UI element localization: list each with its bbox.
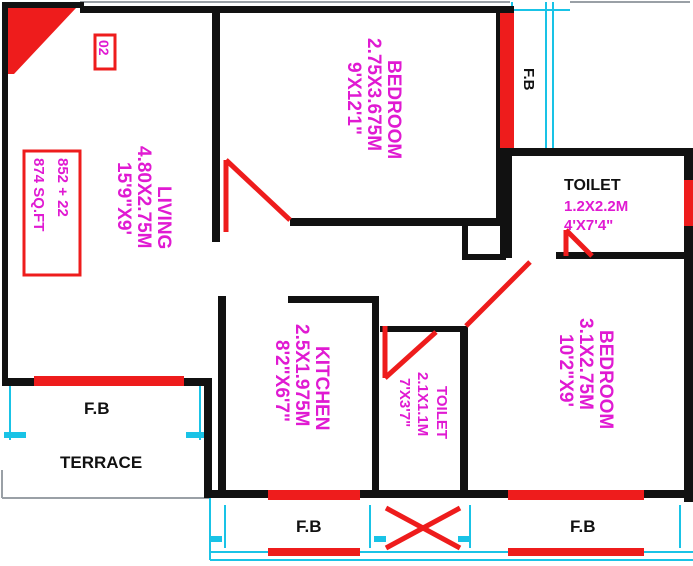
bedroom2-name: BEDROOM <box>595 330 616 429</box>
bedroom1-name: BEDROOM <box>383 60 404 159</box>
fb-bottom-left-label: F.B <box>296 517 322 536</box>
room-bedroom-2: BEDROOM 3.1X2.75M 10'2"X9' <box>555 318 616 429</box>
room-toilet-small: TOILET 2.1X1.1M 7'X3'7" <box>396 372 450 439</box>
toilet-small-imperial: 7'X3'7" <box>396 378 413 427</box>
shaft-cross <box>384 505 462 551</box>
toilet-small-name: TOILET <box>433 386 450 439</box>
living-imperial: 15'9"X9' <box>113 162 134 235</box>
area-line1: 852 + 22 <box>54 158 71 217</box>
living-metric: 4.80X2.75M <box>133 146 154 248</box>
toilet-top-name: TOILET <box>564 177 621 194</box>
bedroom1-imperial: 9'X12'1" <box>343 62 364 135</box>
room-toilet-top: TOILET 1.2X2.2M 4'X7'4" <box>564 177 628 234</box>
room-living: LIVING 4.80X2.75M 15'9"X9' <box>113 146 174 249</box>
outer-guide-lines <box>1 1 690 499</box>
bedroom2-metric: 3.1X2.75M <box>575 318 596 410</box>
toilet-small-metric: 2.1X1.1M <box>414 372 431 436</box>
toilet-top-imperial: 4'X7'4" <box>564 217 613 234</box>
living-name: LIVING <box>153 186 174 249</box>
toilet-top-metric: 1.2X2.2M <box>564 198 628 215</box>
room-kitchen: KITCHEN 2.5X1.975M 8'2"X6'7" <box>271 324 332 430</box>
room-bedroom-1: BEDROOM 2.75X3.675M 9'X12'1" <box>343 38 404 159</box>
fb-terrace-label: F.B <box>84 399 110 418</box>
kitchen-name: KITCHEN <box>311 346 332 430</box>
area-line2: 874 SQ.FT <box>30 158 47 231</box>
area-box: 852 + 22 874 SQ.FT <box>22 149 82 277</box>
unit-badge: 02 <box>93 33 117 71</box>
doors <box>8 8 693 556</box>
fb-top-label: F.B <box>520 68 537 91</box>
fb-bottom-right-label: F.B <box>570 517 596 536</box>
terrace-label: TERRACE <box>60 453 142 472</box>
kitchen-metric: 2.5X1.975M <box>291 324 312 426</box>
bedroom2-imperial: 10'2"X9' <box>555 334 576 407</box>
bedroom1-metric: 2.75X3.675M <box>363 38 384 151</box>
fb-labels: F.B F.B TERRACE F.B F.B <box>60 68 596 536</box>
unit-badge-text: 02 <box>96 40 112 56</box>
kitchen-imperial: 8'2"X6'7" <box>271 340 292 422</box>
